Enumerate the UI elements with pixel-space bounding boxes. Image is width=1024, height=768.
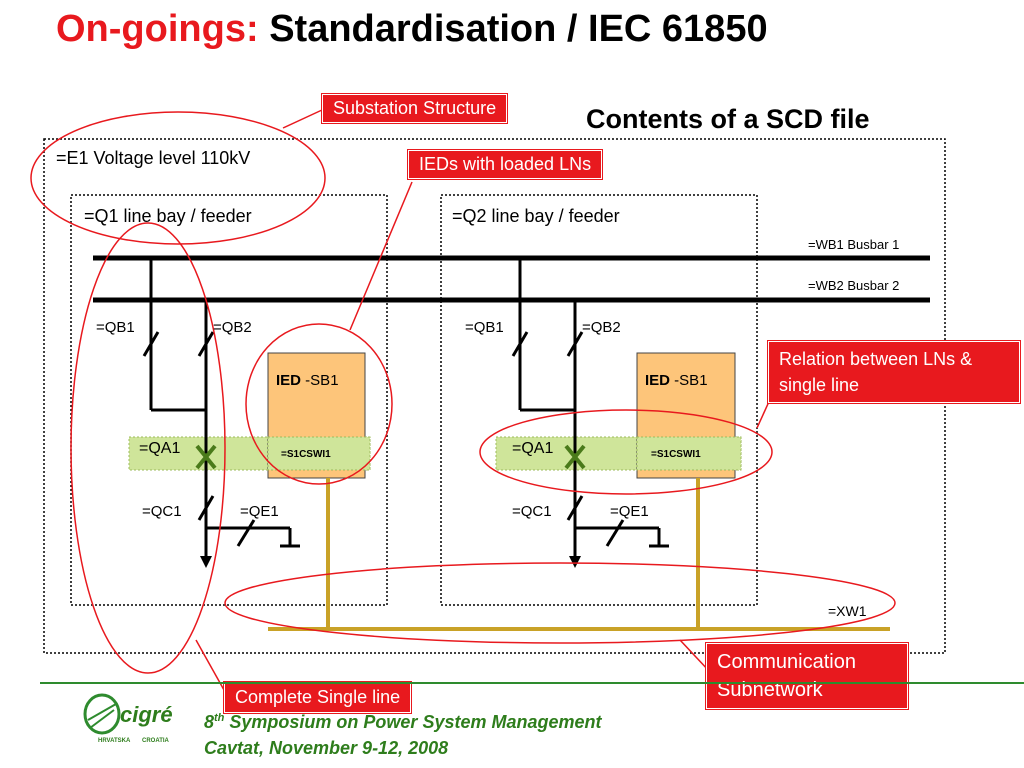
q2-ied-bold: IED (645, 372, 671, 389)
q1-qa1-label: =QA1 (139, 440, 181, 457)
highlight-ellipses (30, 111, 896, 674)
callout-complete-single-line: Complete Single line (224, 682, 412, 713)
q2-qa1-label: =QA1 (512, 440, 554, 457)
footer-line-1: 8th Symposium on Power System Management (204, 712, 602, 733)
switch-qa1-q2 (564, 444, 586, 470)
q1-ln-label: =S1CSWI1 (281, 449, 331, 460)
ln-band-q2-overlay (636, 436, 742, 471)
bay-q1-box (70, 194, 388, 606)
q2-qc1-label: =QC1 (512, 503, 552, 520)
diagram-subtitle: Contents of a SCD file (586, 104, 870, 134)
q1-qb2-label: =QB2 (213, 319, 252, 336)
callout-substation-structure: Substation Structure (322, 94, 508, 123)
title-prefix: On-goings: (56, 8, 259, 50)
title-main: Standardisation / IEC 61850 (269, 8, 768, 50)
logo-text: cigré (120, 702, 173, 727)
comm-subnetwork-line (268, 478, 890, 631)
q2-ln-label: =S1CSWI1 (651, 449, 701, 460)
busbar-2-label: =WB2 Busbar 2 (808, 278, 900, 293)
footer-divider (40, 682, 1024, 684)
switch-qa1-q1 (195, 444, 217, 470)
voltage-level-label: =E1 Voltage level 110kV (56, 148, 251, 168)
busbar-1-label: =WB1 Busbar 1 (808, 237, 900, 252)
logo-sub-left: HRVATSKA (98, 738, 131, 744)
q1-qb1-label: =QB1 (96, 319, 135, 336)
q1-ied-rest: -SB1 (301, 372, 339, 389)
footer-line-2: Cavtat, November 9-12, 2008 (204, 738, 449, 758)
ln-band-q1-overlay (267, 436, 371, 471)
cigre-logo: cigré HRVATSKA CROATIA (83, 693, 173, 744)
q1-ied-label: IED -SB1 (276, 372, 339, 389)
footer-num: 8 (204, 712, 215, 732)
q2-qb2-label: =QB2 (582, 319, 621, 336)
footer-sup: th (214, 712, 225, 724)
subnetwork-label: =XW1 (828, 603, 867, 619)
q1-qe1-label: =QE1 (240, 503, 279, 520)
callout-communication-subnetwork: Communication Subnetwork (706, 643, 908, 709)
q1-ied-bold: IED (276, 372, 302, 389)
q2-qe1-label: =QE1 (610, 503, 649, 520)
page-title: On-goings: Standardisation / IEC 61850 (56, 8, 768, 51)
footer-symposium: Symposium on Power System Management (224, 712, 602, 732)
q2-ied-label: IED -SB1 (645, 372, 708, 389)
q2-ied-rest: -SB1 (670, 372, 708, 389)
q1-qc1-label: =QC1 (142, 503, 182, 520)
bay-q2-box (440, 194, 758, 606)
callout-relation-lns: Relation between LNs & single line (768, 341, 1020, 403)
single-line-q2 (511, 258, 669, 560)
arrow-q2 (569, 556, 581, 568)
bay-q2-title: =Q2 line bay / feeder (452, 206, 620, 226)
bay-q1-title: =Q1 line bay / feeder (84, 206, 252, 226)
logo-sub-right: CROATIA (142, 738, 170, 744)
callout-ieds-loaded-lns: IEDs with loaded LNs (408, 150, 603, 179)
arrow-q1 (200, 556, 212, 568)
q2-qb1-label: =QB1 (465, 319, 504, 336)
